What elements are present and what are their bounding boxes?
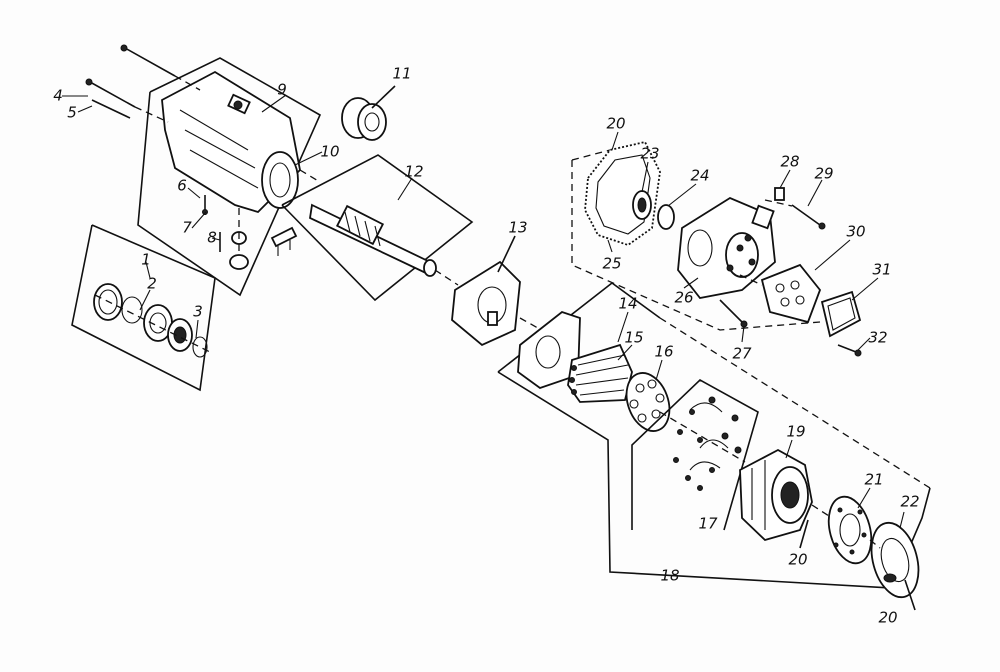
label-4: 4 [53, 86, 63, 105]
cylinder-block-part-19 [739, 448, 813, 542]
pistons-part-15 [567, 343, 633, 403]
bearing-part-23 [632, 190, 652, 220]
label-31: 31 [872, 260, 892, 279]
screw-part-32 [837, 344, 862, 357]
label-27: 27 [732, 344, 752, 363]
parts-28-29 [764, 187, 826, 230]
seal-kit-parts-1-2-3 [93, 283, 211, 358]
label-30: 30 [846, 222, 866, 241]
label-12: 12 [404, 162, 424, 181]
parts-6-7-8 [202, 195, 249, 270]
label-29: 29 [814, 164, 834, 183]
label-6: 6 [177, 176, 187, 195]
label-20-bottom: 20 [878, 608, 898, 627]
label-15: 15 [624, 328, 644, 347]
label-10: 10 [320, 142, 340, 161]
label-20-block: 20 [788, 550, 808, 569]
swash-plate-part-13 [451, 235, 521, 347]
cover-group-bracket [571, 149, 821, 331]
valve-block-part-30 [739, 263, 822, 324]
cover-plate-part-31 [820, 290, 862, 338]
label-23: 23 [640, 144, 660, 163]
label-17: 17 [698, 514, 718, 533]
label-32: 32 [868, 328, 888, 347]
seal-ring-part-24 [657, 204, 675, 230]
label-25: 25 [602, 254, 622, 273]
label-28: 28 [780, 152, 800, 171]
bearing-part-11 [341, 85, 396, 141]
pump-housing-part [161, 70, 301, 214]
label-22: 22 [900, 492, 920, 511]
label-3: 3 [193, 302, 203, 321]
label-20-gasket: 20 [606, 114, 626, 133]
label-18: 18 [660, 566, 680, 585]
axis-dashed-lines [299, 169, 546, 333]
bolts-4-5 [85, 44, 201, 123]
seal-kit-group-bracket [71, 224, 216, 392]
hardware-parts-17 [659, 396, 746, 491]
label-19: 19 [786, 422, 806, 441]
label-8: 8 [207, 228, 217, 247]
leader-lines [62, 94, 905, 529]
screw-part-27 [719, 299, 748, 328]
label-13: 13 [508, 218, 528, 237]
retainer-plate-part-16 [625, 372, 671, 432]
label-24: 24 [690, 166, 710, 185]
label-9: 9 [277, 80, 287, 99]
plate-part-21 [827, 495, 873, 565]
end-cover-part-26 [677, 196, 776, 299]
label-14: 14 [618, 294, 638, 313]
label-16: 16 [654, 342, 674, 361]
label-5: 5 [67, 103, 77, 122]
shaft-group-bracket [281, 154, 474, 302]
label-2: 2 [147, 274, 157, 293]
label-26: 26 [674, 288, 694, 307]
label-11: 11 [392, 64, 412, 83]
label-21: 21 [864, 470, 884, 489]
label-1: 1 [141, 250, 151, 269]
end-plate-part-22 [870, 521, 920, 599]
small-clip-part [270, 226, 298, 256]
label-7: 7 [182, 218, 192, 237]
hardware-group-bracket-17 [631, 379, 759, 531]
drive-shaft-part-12 [309, 203, 437, 277]
